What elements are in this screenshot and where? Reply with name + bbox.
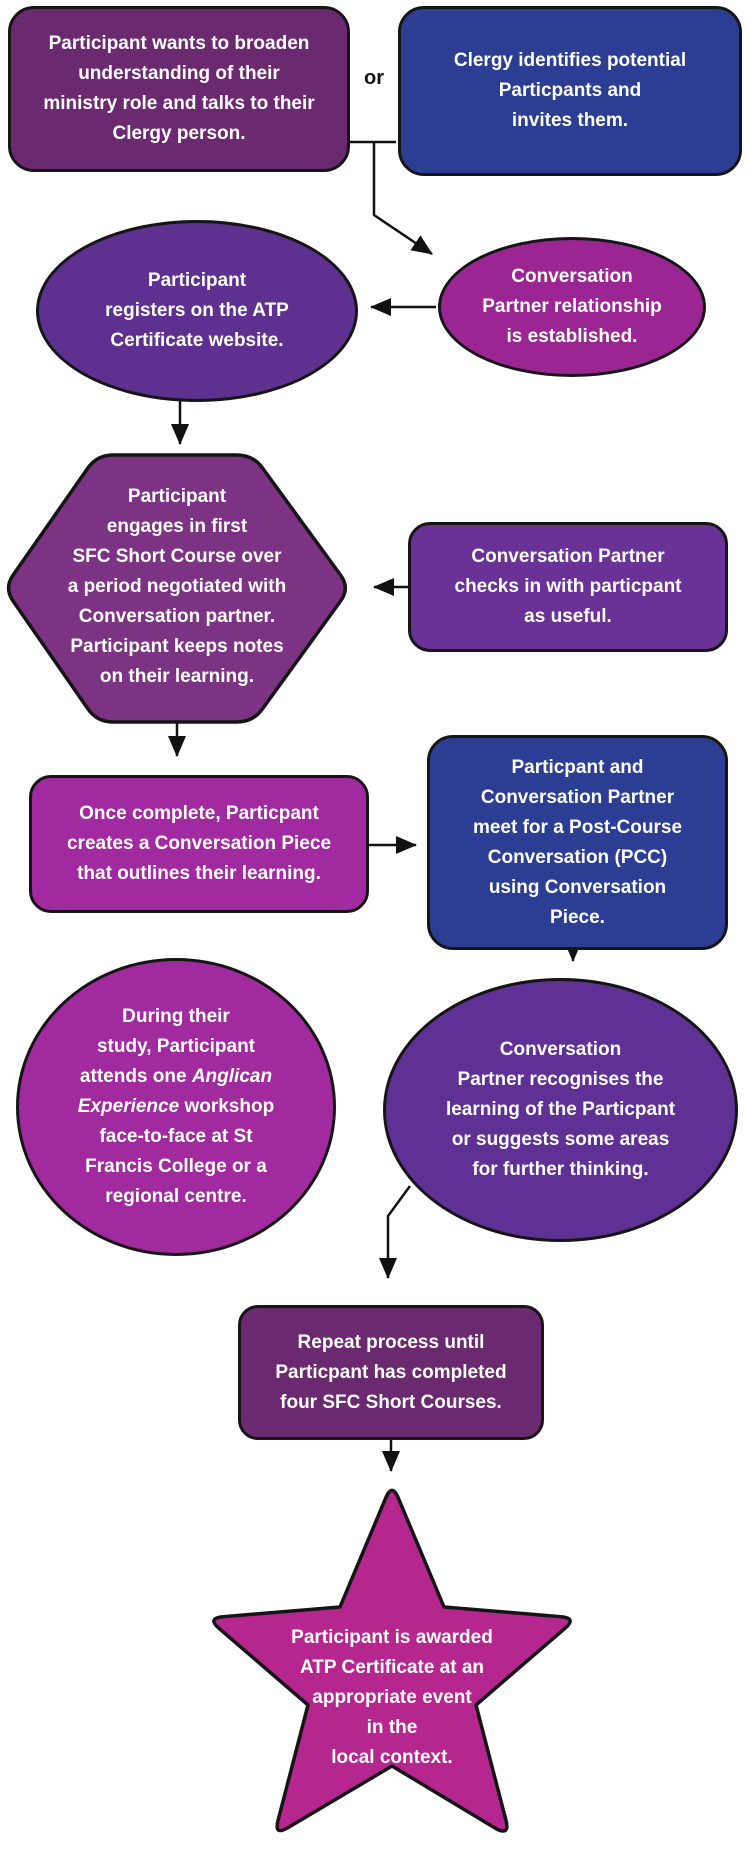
node-recognises: Conversation Partner recognises the lear… [383, 978, 738, 1242]
node-checks-in: Conversation Partner checks in with part… [408, 522, 728, 652]
node-short-course-label: Participant engages in first SFC Short C… [67, 486, 287, 687]
node-anglican-workshop: During their study, Participant attends … [16, 958, 336, 1256]
node-conversation-piece: Once complete, Particpant creates a Conv… [29, 775, 369, 913]
short-course-hexagon [6, 453, 348, 724]
node-clergy-invites: Clergy identifies potential Particpants … [398, 6, 742, 176]
node-repeat: Repeat process until Particpant has comp… [238, 1305, 544, 1440]
node-partner-established: Conversation Partner relationship is est… [438, 237, 706, 377]
award-star [212, 1488, 572, 1833]
node-pcc: Particpant and Conversation Partner meet… [427, 735, 728, 950]
anglican-experience-italic: Anglican Experience [77, 1066, 273, 1117]
node-registers: Participant registers on the ATP Certifi… [36, 220, 358, 402]
node-clergy-talk: Participant wants to broaden understandi… [8, 6, 350, 172]
arrow-recognises-to-repeat [379, 1185, 412, 1279]
node-award-label: Participant is awarded ATP Certificate a… [291, 1627, 493, 1768]
anglican-workshop-label: During their study, Participant attends … [77, 1006, 275, 1207]
arrow-or-to-partner-established [372, 142, 433, 256]
or-label: or [364, 67, 384, 89]
